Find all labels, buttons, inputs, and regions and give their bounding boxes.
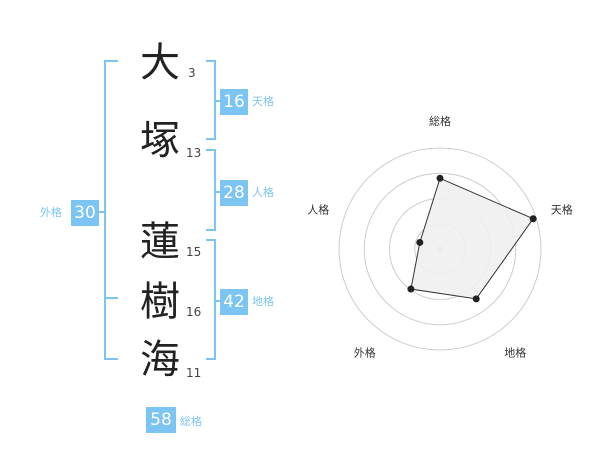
kanji-char-1: 大: [140, 40, 180, 86]
stroke-count-5: 11: [186, 366, 202, 380]
radar-point-5: [416, 238, 424, 246]
radar-ring-3: [363, 172, 517, 326]
radar-point-2: [529, 215, 537, 223]
kanji-char-3: 蓮: [140, 219, 180, 265]
tenkaku-bracket: [206, 60, 216, 140]
kanji-char-5: 海: [140, 337, 180, 383]
radar-ring-4: [338, 147, 542, 351]
stroke-count-3: 15: [186, 245, 202, 259]
stroke-count-4: 16: [186, 305, 202, 319]
chikaku-label: 地格: [252, 295, 274, 308]
chikaku-bracket: [206, 239, 216, 360]
gaikaku-label: 外格: [40, 206, 62, 219]
gaikaku-bracket: [104, 60, 118, 360]
radar-axis-label-3: 地格: [504, 346, 526, 360]
radar-polygon: [410, 177, 534, 300]
stroke-count-2: 13: [186, 146, 202, 160]
jinkaku-value: 28: [220, 180, 248, 206]
radar-point-4: [407, 285, 415, 293]
soukaku-value: 58: [146, 407, 176, 433]
tenkaku-label: 天格: [252, 95, 274, 108]
jinkaku-label: 人格: [252, 186, 274, 199]
stroke-count-1: 3: [188, 66, 196, 80]
tenkaku-value: 16: [220, 89, 248, 115]
radar-axis-label-4: 外格: [354, 346, 376, 360]
kanji-char-4: 樹: [140, 279, 180, 325]
jinkaku-bracket: [206, 149, 216, 231]
radar-axis-label-2: 天格: [551, 202, 573, 216]
soukaku-label: 総格: [180, 415, 202, 428]
radar-point-3: [472, 295, 480, 303]
gaikaku-value: 30: [71, 200, 99, 226]
radar-axis-label-1: 総格: [429, 114, 451, 128]
chikaku-value: 42: [220, 289, 248, 315]
kanji-char-2: 塚: [140, 118, 180, 164]
radar-point-1: [436, 174, 444, 182]
radar-axis-label-5: 人格: [307, 202, 329, 216]
